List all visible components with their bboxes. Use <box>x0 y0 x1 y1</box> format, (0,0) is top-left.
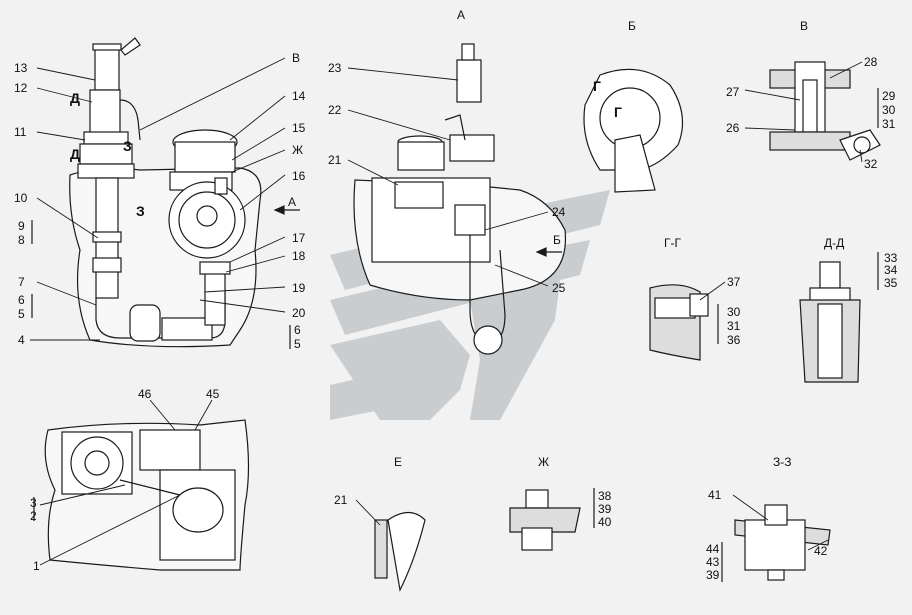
view-title-a: А <box>457 8 466 22</box>
callout-33: 33 <box>884 251 898 265</box>
callout-4: 4 <box>18 333 25 347</box>
marker-a: А <box>288 195 297 209</box>
leader-lines <box>30 57 863 566</box>
callout-1: 1 <box>33 559 40 573</box>
callout-20: 20 <box>292 306 306 320</box>
view-title-zh: Ж <box>538 455 550 469</box>
callout-38: 38 <box>598 489 612 503</box>
callout-26: 26 <box>726 121 740 135</box>
callout-28: 28 <box>864 55 878 69</box>
view-title-gg: Г-Г <box>664 236 681 250</box>
view-dd-drawing <box>799 261 861 383</box>
marker-v: В <box>292 51 301 65</box>
callout-22: 22 <box>328 103 342 117</box>
callout-14: 14 <box>292 89 306 103</box>
callout-11: 11 <box>14 125 27 139</box>
callout-3: 3 <box>30 496 37 510</box>
callout-25: 25 <box>552 281 566 295</box>
marker-g-bottom: Г <box>614 104 622 120</box>
callout-8: 8 <box>18 233 25 247</box>
marker-zh: Ж <box>292 143 304 157</box>
view-title-e: Е <box>394 455 403 469</box>
callout-32: 32 <box>864 157 878 171</box>
callout-31-v: 31 <box>882 117 896 131</box>
marker-z-bottom: З <box>136 203 145 219</box>
callout-42: 42 <box>814 544 828 558</box>
callout-41: 41 <box>708 488 722 502</box>
marker-z-top: З <box>123 138 132 154</box>
callout-39-zh: 39 <box>598 502 612 516</box>
marker-b: Б <box>553 233 561 247</box>
callout-24: 24 <box>552 205 566 219</box>
callout-29: 29 <box>882 89 896 103</box>
callout-13: 13 <box>14 61 28 75</box>
callout-6-left: 6 <box>18 293 25 307</box>
callout-9: 9 <box>18 219 25 233</box>
view-title-zz: З-З <box>773 455 792 469</box>
view-arrows <box>273 205 562 257</box>
callout-5-right: 5 <box>294 337 301 351</box>
group-brackets <box>31 88 879 582</box>
main-assembly <box>69 37 262 348</box>
callout-37: 37 <box>727 275 741 289</box>
callout-36: 36 <box>727 333 741 347</box>
callout-15: 15 <box>292 121 306 135</box>
callout-16: 16 <box>292 169 306 183</box>
callout-31-gg: 31 <box>727 319 741 333</box>
callout-19: 19 <box>292 281 306 295</box>
callout-35: 35 <box>884 276 898 290</box>
lower-left-drawing <box>44 419 250 571</box>
callout-45: 45 <box>206 387 220 401</box>
callout-39-zz: 39 <box>706 568 720 582</box>
marker-g-top: Г <box>593 78 601 94</box>
view-a-drawing <box>353 43 567 355</box>
view-gg-drawing <box>649 284 709 361</box>
view-v-drawing <box>769 61 881 161</box>
callout-10: 10 <box>14 191 28 205</box>
callout-5-left: 5 <box>18 307 25 321</box>
callout-27: 27 <box>726 85 740 99</box>
view-b-drawing <box>583 68 684 193</box>
view-title-v: В <box>800 19 809 33</box>
callout-2: 2 <box>30 509 37 523</box>
callout-44: 44 <box>706 542 720 556</box>
callout-46: 46 <box>138 387 152 401</box>
callout-43: 43 <box>706 555 720 569</box>
callout-23: 23 <box>328 61 342 75</box>
view-e-drawing <box>374 511 426 592</box>
callout-18: 18 <box>292 249 306 263</box>
view-zh-drawing <box>509 489 581 551</box>
callout-6-right: 6 <box>294 323 301 337</box>
callout-12: 12 <box>14 81 28 95</box>
callout-21-e: 21 <box>334 493 348 507</box>
callout-17: 17 <box>292 231 306 245</box>
marker-d-top: Д <box>70 90 80 106</box>
callout-34: 34 <box>884 263 898 277</box>
callout-40: 40 <box>598 515 612 529</box>
view-title-b: Б <box>628 19 636 33</box>
callout-30-v: 30 <box>882 103 896 117</box>
view-title-dd: Д-Д <box>824 236 845 250</box>
callout-21-a: 21 <box>328 153 342 167</box>
view-zz-drawing <box>734 504 831 581</box>
callout-7: 7 <box>18 275 25 289</box>
callout-30-gg: 30 <box>727 305 741 319</box>
marker-d-bottom: Д <box>70 146 80 162</box>
